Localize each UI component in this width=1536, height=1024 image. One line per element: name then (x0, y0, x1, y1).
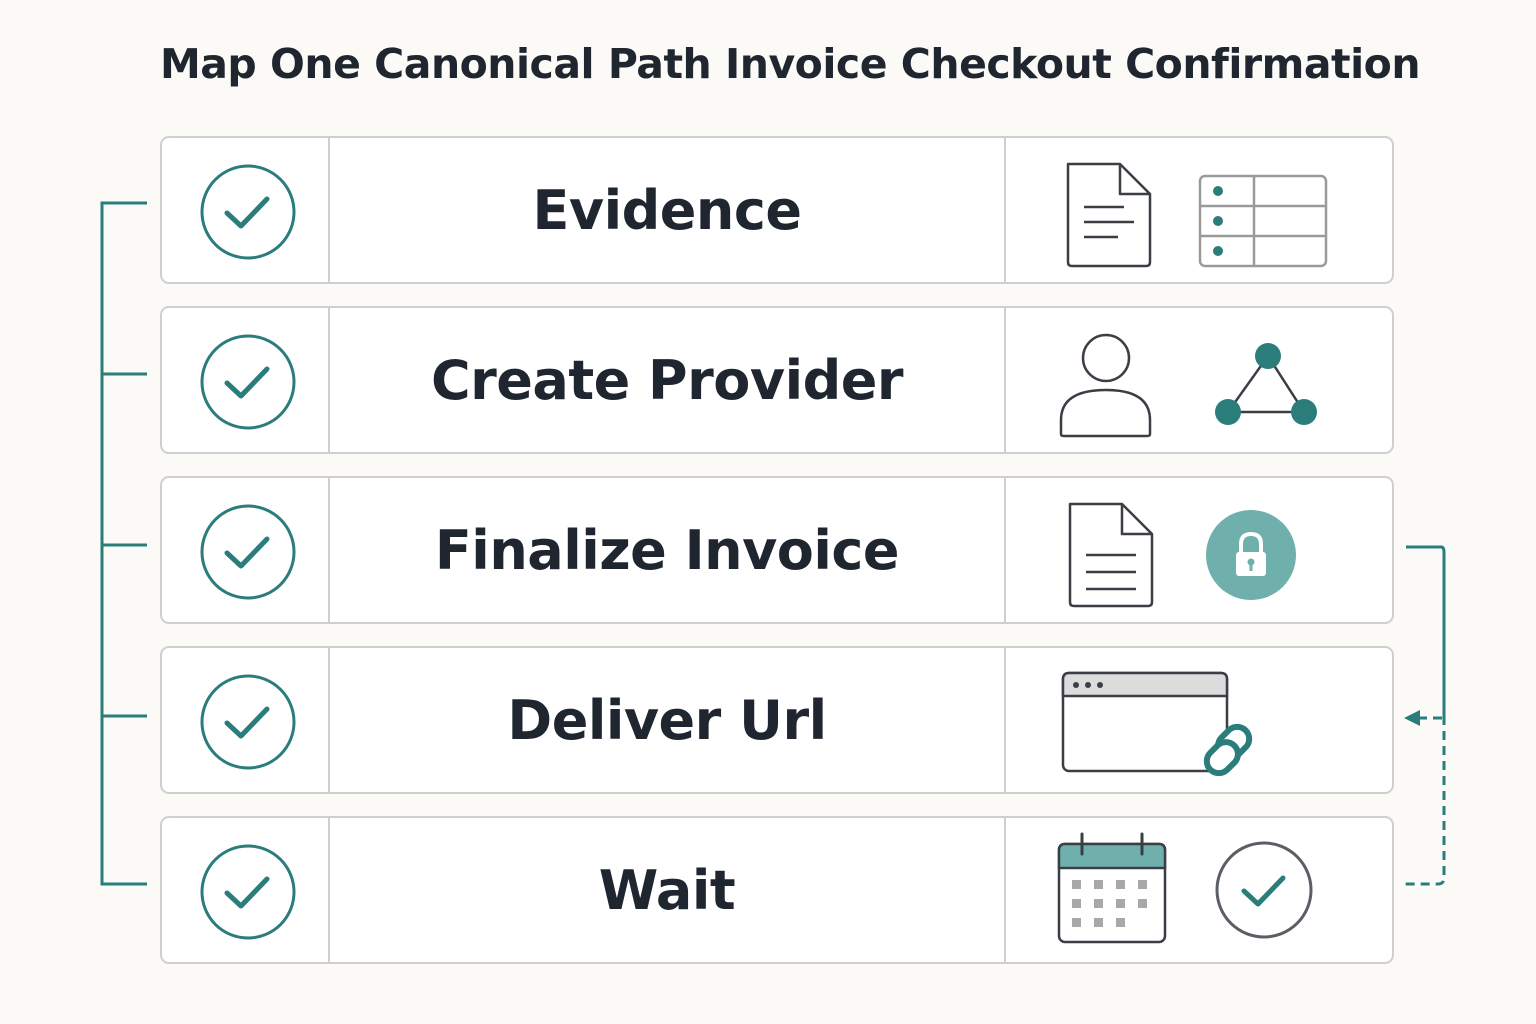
check-circle-icon (200, 674, 296, 770)
step-label: Wait (598, 858, 736, 922)
check-circle-icon (200, 504, 296, 600)
check-circle-icon (200, 334, 296, 430)
left-bracket-connector (100, 201, 147, 886)
link-icon (1203, 723, 1253, 777)
diagram-title: Map One Canonical Path Invoice Checkout … (159, 40, 1421, 88)
lock-icon (1206, 510, 1296, 600)
step-row-finalize-invoice: Finalize Invoice (160, 476, 1394, 624)
user-icon (1059, 333, 1152, 438)
network-icon (1215, 343, 1317, 425)
calendar-icon (1057, 832, 1167, 944)
step-row-wait: Wait (160, 816, 1394, 964)
check-circle-icon (200, 164, 296, 260)
step-row-evidence: Evidence (160, 136, 1394, 284)
step-row-create-provider: Create Provider (160, 306, 1394, 454)
step-label: Deliver Url (507, 688, 827, 752)
document-icon (1068, 502, 1154, 608)
step-label: Create Provider (431, 348, 904, 412)
check-circle-icon (1215, 841, 1313, 939)
arrow-head-icon (1404, 710, 1420, 726)
step-label: Evidence (532, 178, 802, 242)
feedback-loop-connector (1404, 545, 1446, 886)
list-table-icon (1198, 174, 1328, 268)
step-row-deliver-url: Deliver Url (160, 646, 1394, 794)
step-label: Finalize Invoice (434, 518, 900, 582)
document-icon (1066, 162, 1152, 268)
browser-window-icon (1061, 671, 1229, 773)
check-circle-icon (200, 844, 296, 940)
